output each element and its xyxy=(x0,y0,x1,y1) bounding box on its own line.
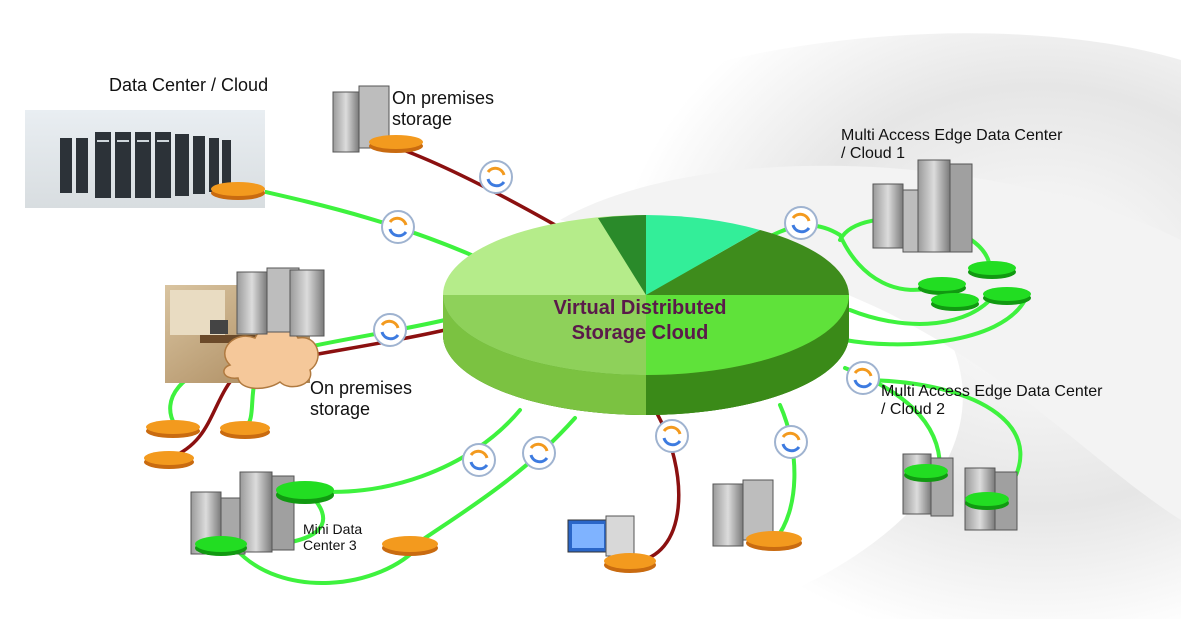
sync-icon xyxy=(784,206,818,240)
cloud-icon xyxy=(223,325,319,390)
label-mec-1: Multi Access Edge Data Center / Cloud 1 xyxy=(841,127,1063,163)
server-icon xyxy=(236,267,325,337)
link-mini-dc-c xyxy=(233,543,422,585)
link-server-bottom xyxy=(773,403,797,542)
disk-icon xyxy=(144,451,194,469)
sync-icon xyxy=(846,361,880,395)
sync-icon xyxy=(462,443,496,477)
disk-icon xyxy=(211,182,265,200)
disk-icon xyxy=(965,492,1009,510)
sync-icon xyxy=(381,210,415,244)
disk-icon xyxy=(604,553,656,573)
center-label: Virtual Distributed Storage Cloud xyxy=(553,297,727,344)
server-icon xyxy=(872,159,973,253)
label-on-premises-left: On premises storage xyxy=(310,378,413,419)
disk-icon xyxy=(983,287,1031,305)
disk-icon xyxy=(369,135,423,153)
label-on-premises-top: On premises storage xyxy=(392,88,495,129)
disk-icon xyxy=(195,536,247,556)
link-mec1-c xyxy=(843,298,1027,347)
disk-icon xyxy=(904,464,948,482)
disk-icon xyxy=(968,261,1016,279)
disk-icon xyxy=(382,536,438,556)
disk-icon xyxy=(146,420,200,438)
link-mec1-b xyxy=(848,298,992,326)
link-datacenter xyxy=(233,183,502,270)
disk-icon xyxy=(918,277,966,295)
label-mec-2: Multi Access Edge Data Center / Cloud 2 xyxy=(881,383,1103,419)
disk-icon xyxy=(220,421,270,439)
disk-icon xyxy=(931,293,979,311)
disk-icon xyxy=(746,531,802,551)
label-mini-dc-3: Mini Data Center 3 xyxy=(303,521,363,554)
workstation-icon xyxy=(567,515,635,557)
storage-pie xyxy=(443,215,849,415)
sync-icon xyxy=(479,160,513,194)
link-mini-dc xyxy=(303,408,522,494)
link-mini-dc-b xyxy=(413,416,577,547)
sync-icon xyxy=(373,313,407,347)
sync-icon xyxy=(774,425,808,459)
sync-icon xyxy=(522,436,556,470)
label-data-center-cloud: Data Center / Cloud xyxy=(109,75,269,95)
sync-icon xyxy=(655,419,689,453)
sync-icons xyxy=(373,160,880,477)
disk-icon xyxy=(276,481,334,504)
